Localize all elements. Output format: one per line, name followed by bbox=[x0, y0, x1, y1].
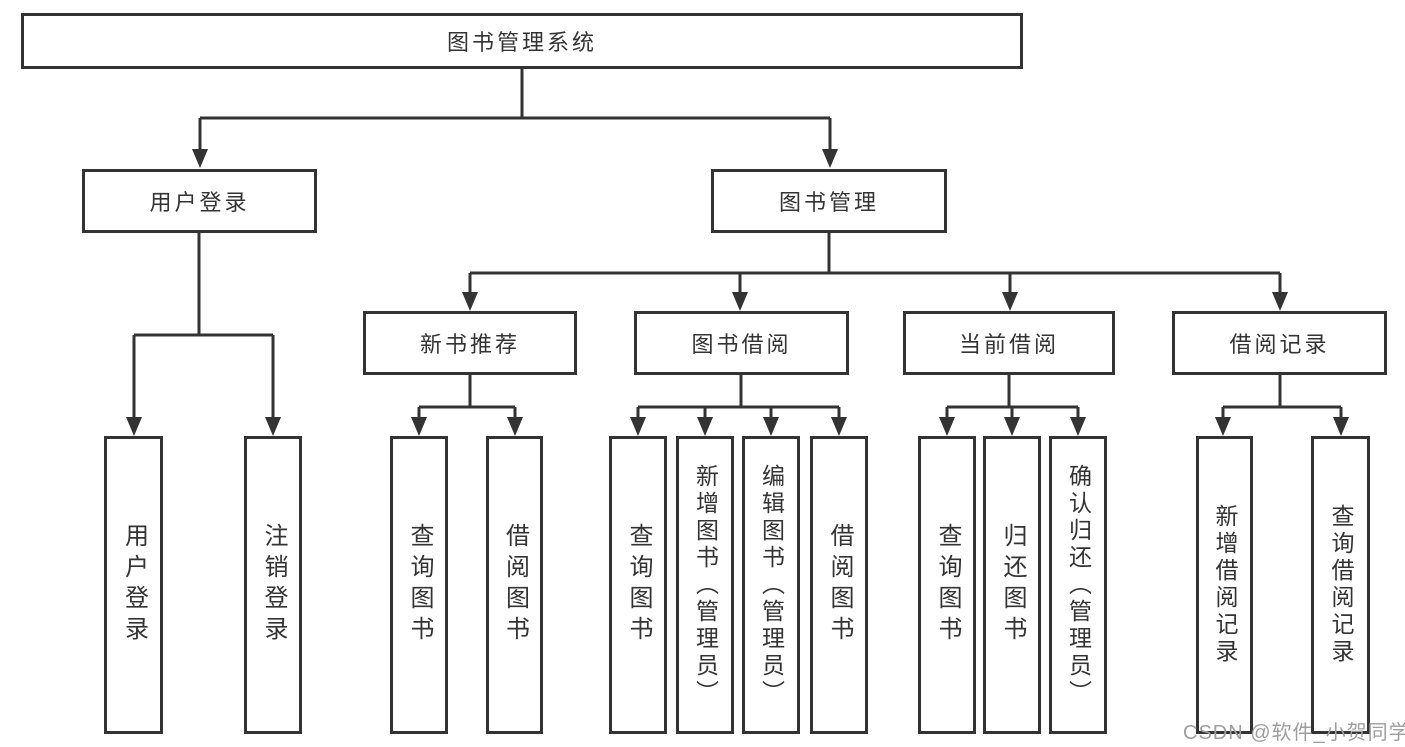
node-label: 新增图书（管理员） bbox=[692, 463, 719, 707]
node-book-management: 图书管理 bbox=[711, 169, 947, 233]
node-label: 借阅图书 bbox=[501, 523, 529, 647]
arrow-leaf bbox=[1215, 417, 1231, 436]
node-label: 当前借阅 bbox=[958, 332, 1059, 357]
node-label: 借阅记录 bbox=[1229, 332, 1330, 357]
leaf-return-books: 归还图书 bbox=[983, 436, 1041, 734]
arrow-leaf bbox=[1333, 417, 1349, 436]
leaf-query-books-borrow: 查询图书 bbox=[609, 436, 667, 734]
node-label: 图书管理系统 bbox=[446, 30, 597, 55]
arrow-leaf bbox=[1004, 417, 1020, 436]
node-label: 图书管理 bbox=[778, 190, 879, 215]
node-label: 用户登录 bbox=[149, 190, 250, 215]
node-label: 借阅图书 bbox=[826, 523, 853, 647]
node-label: 归还图书 bbox=[999, 523, 1026, 647]
arrow-leaf bbox=[939, 417, 955, 436]
node-label: 新书推荐 bbox=[419, 332, 520, 357]
arrow-to-leaf-logout bbox=[265, 417, 281, 436]
node-book-borrow: 图书借阅 bbox=[634, 311, 849, 375]
connector-user-login bbox=[132, 233, 275, 420]
node-label: 查询借阅记录 bbox=[1328, 504, 1354, 666]
arrow-to-new-book-recommend bbox=[462, 292, 478, 311]
arrow-leaf bbox=[763, 417, 779, 436]
node-label: 查询图书 bbox=[406, 523, 433, 647]
csdn-watermark: CSDN @软件_小贺同学 bbox=[1183, 722, 1405, 744]
node-label: 查询图书 bbox=[625, 523, 652, 647]
arrow-leaf bbox=[630, 417, 646, 436]
node-user-login: 用户登录 bbox=[82, 169, 317, 233]
node-label: 查询图书 bbox=[934, 523, 961, 647]
arrow-leaf bbox=[1070, 417, 1086, 436]
node-new-book-recommend: 新书推荐 bbox=[363, 311, 577, 375]
connector-new-book-recommend bbox=[417, 375, 517, 420]
node-current-borrow: 当前借阅 bbox=[903, 311, 1115, 375]
arrow-leaf bbox=[507, 417, 523, 436]
arrow-to-borrow-records bbox=[1272, 292, 1288, 311]
node-label: 编辑图书（管理员） bbox=[758, 463, 785, 707]
connector-book-management bbox=[468, 233, 1282, 295]
node-borrow-records: 借阅记录 bbox=[1172, 311, 1387, 375]
arrow-leaf bbox=[697, 417, 713, 436]
node-label: 用户登录 bbox=[120, 523, 148, 647]
connector-borrow-records bbox=[1221, 375, 1343, 420]
leaf-query-books-current: 查询图书 bbox=[918, 436, 976, 734]
arrow-to-current-borrow bbox=[1002, 292, 1018, 311]
connector-root bbox=[198, 69, 832, 152]
node-library-management-system: 图书管理系统 bbox=[21, 13, 1023, 69]
arrow-to-book-borrow bbox=[732, 292, 748, 311]
leaf-add-book-admin: 新增图书（管理员） bbox=[676, 436, 734, 734]
leaf-user-login: 用户登录 bbox=[104, 436, 163, 734]
arrow-to-user-login bbox=[192, 149, 208, 168]
node-label: 确认归还（管理员） bbox=[1065, 463, 1092, 707]
connector-book-borrow bbox=[636, 375, 841, 420]
node-label: 注销登录 bbox=[260, 523, 287, 647]
arrow-to-book-management bbox=[822, 149, 838, 168]
node-label: 新增借阅记录 bbox=[1212, 504, 1238, 666]
leaf-edit-book-admin: 编辑图书（管理员） bbox=[742, 436, 800, 734]
leaf-borrow-books: 借阅图书 bbox=[810, 436, 868, 734]
leaf-add-borrow-record: 新增借阅记录 bbox=[1196, 436, 1253, 734]
arrow-leaf bbox=[411, 417, 427, 436]
arrow-leaf bbox=[831, 417, 847, 436]
connector-current-borrow bbox=[945, 375, 1080, 420]
leaf-logout: 注销登录 bbox=[244, 436, 302, 734]
leaf-query-borrow-record: 查询借阅记录 bbox=[1311, 436, 1370, 734]
leaf-borrow-books-recommend: 借阅图书 bbox=[486, 436, 543, 734]
node-label: 图书借阅 bbox=[691, 332, 792, 357]
leaf-query-books-recommend: 查询图书 bbox=[390, 436, 448, 734]
arrow-to-leaf-user-login bbox=[126, 417, 142, 436]
leaf-confirm-return-admin: 确认归还（管理员） bbox=[1049, 436, 1107, 734]
